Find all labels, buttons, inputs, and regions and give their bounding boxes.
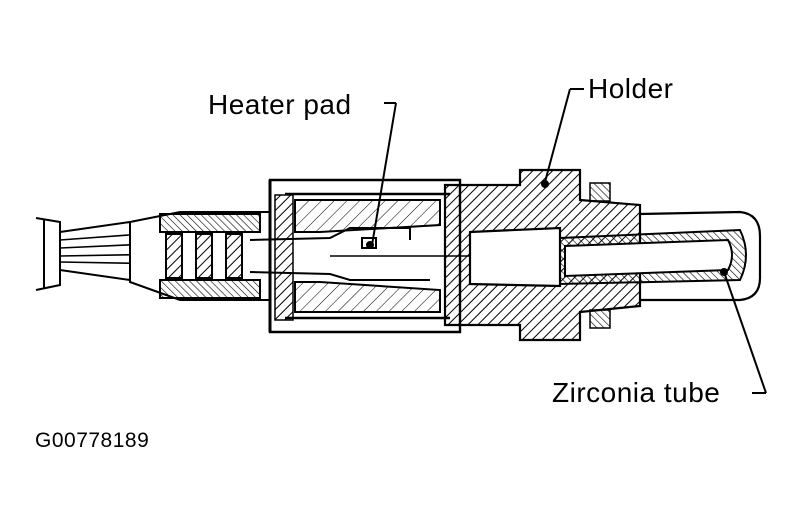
figure-code: G00778189 — [35, 429, 150, 452]
protective-cover — [639, 210, 762, 302]
label-heater-pad: Heater pad — [208, 89, 352, 120]
leader-holder — [541, 88, 584, 188]
insulator — [294, 199, 441, 313]
outer-shell — [268, 178, 462, 334]
holder-body — [443, 168, 642, 342]
zirconia-tube — [559, 228, 747, 286]
rear-boot — [129, 211, 271, 301]
leader-heater-pad — [366, 102, 397, 249]
holder-thread-bottom — [589, 309, 611, 329]
label-zirconia-tube: Zirconia tube — [552, 377, 721, 408]
cable — [35, 217, 131, 291]
leader-zirconia-tube — [720, 268, 767, 394]
holder-thread-top — [589, 182, 611, 202]
label-holder: Holder — [588, 73, 674, 104]
shell-end-cap — [274, 194, 294, 321]
